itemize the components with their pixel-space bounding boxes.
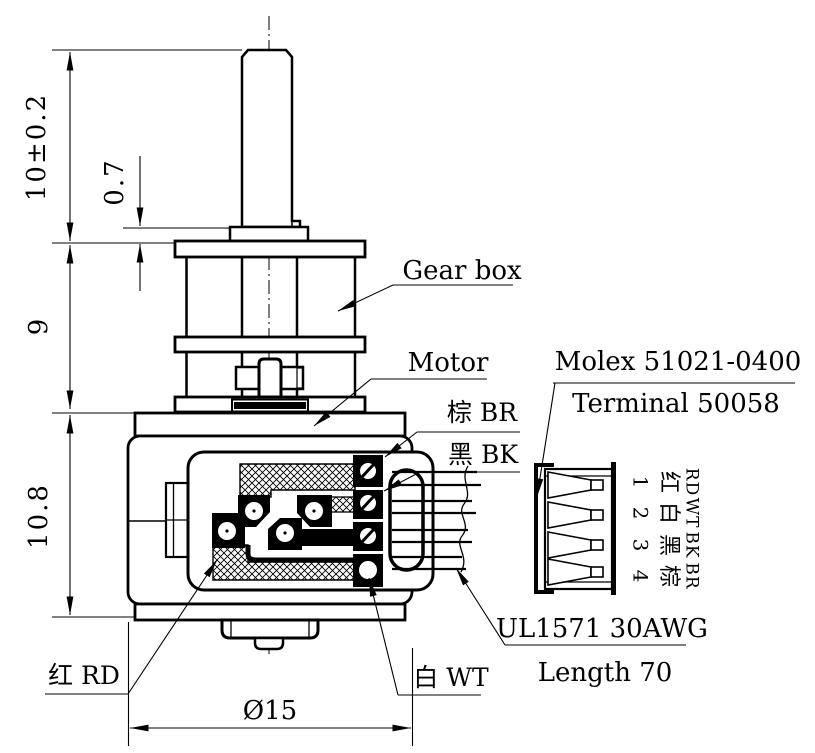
pin-color-code: WT: [682, 498, 702, 529]
leader-connector: [536, 382, 556, 498]
gearbox-outline: [173, 239, 367, 414]
wire-break-line: [459, 465, 469, 573]
red-wire-label: 红 RD: [48, 661, 120, 690]
leader-white: [368, 577, 399, 696]
motor-terminals: [353, 455, 383, 587]
pinion-block-left: [234, 365, 261, 391]
pin-number: 2: [629, 507, 653, 520]
connector-model-label: Molex 51021-0400: [555, 347, 802, 377]
shaft-step-dimension: 0.7: [100, 158, 130, 205]
pin-number: 1: [629, 476, 653, 489]
extension-lines: [52, 49, 414, 746]
pin-color-cn: 黑: [656, 534, 681, 556]
wire-spec-label: UL1571 30AWG: [496, 614, 708, 644]
pin-color-cn: 棕: [656, 565, 681, 587]
leader-red: [127, 559, 218, 695]
shaft-height-dimension: 10±0.2: [22, 93, 52, 201]
pcb-housing: [186, 450, 435, 592]
leader-brown: [384, 431, 418, 458]
wire-length-label: Length 70: [538, 658, 673, 688]
pin-color-cn: 红: [656, 471, 681, 493]
brown-wire-label: 棕 BR: [447, 398, 518, 427]
gearbox-label: Gear box: [402, 256, 522, 286]
motor-height-dimension: 10.8: [24, 483, 54, 549]
leader-motor: [313, 378, 372, 427]
molex-connector: [534, 462, 616, 595]
connector-pin-table: 1 红 RD 2 白 WT 3 黑 BK 4 棕 BR: [629, 468, 702, 590]
diameter-dimension: Ø15: [243, 696, 297, 726]
connector-terminal-label: Terminal 50058: [572, 389, 780, 419]
motor-label: Motor: [408, 348, 489, 378]
bearing-bump: [253, 636, 285, 651]
pin-number: 4: [629, 570, 653, 583]
leader-black: [383, 471, 421, 492]
shaft-flange: [228, 225, 310, 243]
leader-gearbox: [337, 284, 394, 312]
leader-lines: [45, 284, 795, 696]
black-wire-label: 黑 BK: [448, 440, 519, 469]
trace-hatch-pin2: [329, 496, 355, 513]
pinion-shaft: [257, 357, 283, 399]
dimension-lines: [66, 52, 411, 732]
gearbox-base-strip: [234, 402, 306, 409]
pin-color-code: BK: [682, 531, 702, 558]
pin-number: 3: [629, 539, 653, 552]
white-wire-label: 白 WT: [413, 663, 489, 692]
leader-wire-spec: [455, 567, 506, 646]
gearbox-height-dimension: 9: [24, 317, 54, 336]
pinion-block-right: [279, 365, 305, 391]
pin-color-code: BR: [682, 562, 702, 589]
motor-bottom-boss: [220, 618, 320, 640]
output-shaft: [228, 48, 310, 243]
motor-side-tab: [164, 481, 191, 559]
trace-black-pin3: [302, 529, 357, 546]
pin-color-cn: 白: [656, 502, 681, 524]
pin-color-code: RD: [682, 468, 702, 496]
